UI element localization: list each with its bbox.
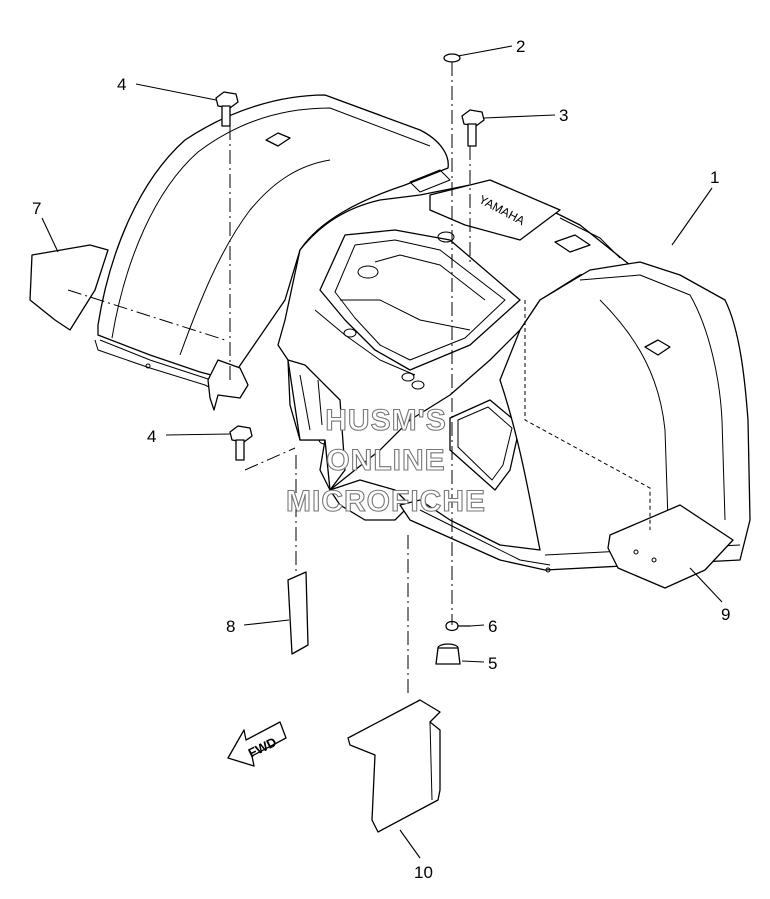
callout-9: 9 <box>721 605 730 624</box>
part-2-cap <box>443 53 461 63</box>
part-3-bolt <box>461 109 485 147</box>
part-6-clip <box>445 620 471 632</box>
fwd-arrow: FWD <box>227 721 287 767</box>
part-4-lower-bolt <box>229 425 253 461</box>
rear-fender: YAMAHA <box>94 94 751 573</box>
callout-4-lower: 4 <box>147 427 156 446</box>
watermark-line-3: MICROFICHE <box>286 485 486 518</box>
part-5-grommet <box>435 643 461 665</box>
callout-1: 1 <box>710 168 719 187</box>
watermark-line-2: ONLINE <box>326 444 445 477</box>
callout-8: 8 <box>226 617 235 636</box>
part-9-guard <box>607 504 734 589</box>
callout-2: 2 <box>516 37 525 56</box>
callout-7: 7 <box>32 199 41 218</box>
part-7-shield <box>29 244 109 331</box>
watermark-line-1: HUSM'S <box>325 404 446 437</box>
watermark: HUSM'S ONLINE MICROFICHE <box>285 403 486 518</box>
part-4-upper-bolt <box>215 91 239 127</box>
callout-4-upper: 4 <box>117 75 126 94</box>
callout-3: 3 <box>559 106 568 125</box>
part-10-guard <box>347 699 441 833</box>
callout-10: 10 <box>414 863 433 882</box>
callout-5: 5 <box>488 654 497 673</box>
part-8-strip <box>287 571 309 655</box>
callout-6: 6 <box>488 617 497 636</box>
